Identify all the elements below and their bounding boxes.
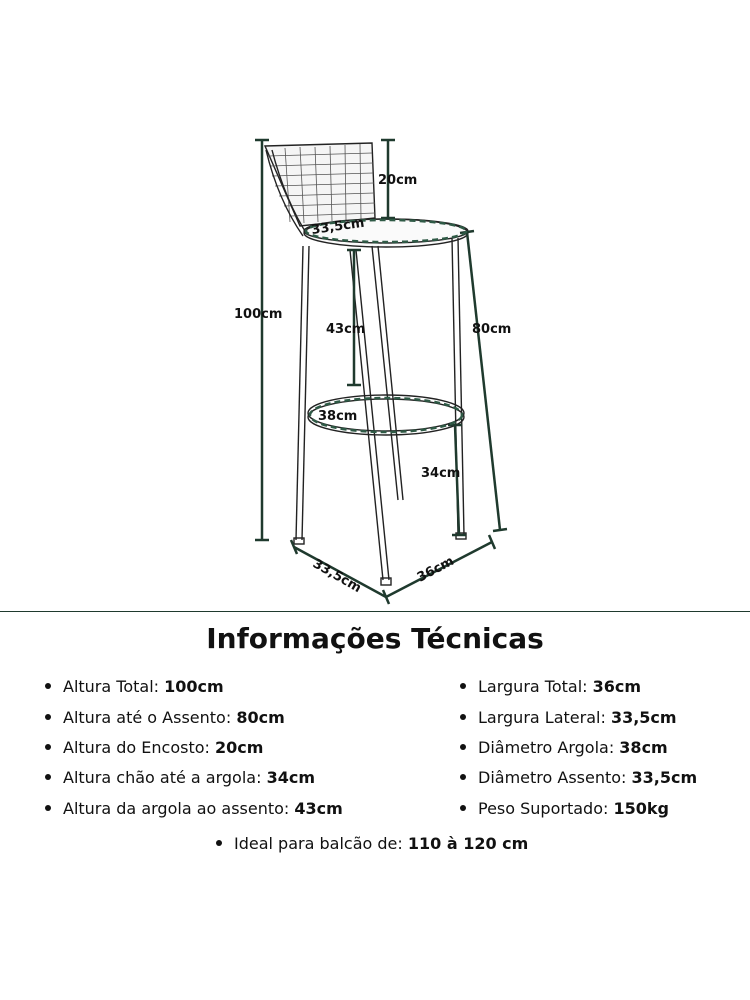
spec-label: Altura até o Assento: [63,708,232,727]
spec-value: 33,5cm [631,768,698,787]
spec-value: 33,5cm [610,708,677,727]
dimension-lines [255,138,508,605]
seat-diameter-label: 33,5cm [310,216,365,238]
ideal-label: Ideal para balcão de: [234,834,403,853]
spec-label: Altura chão até a argola: [63,768,262,787]
ideal-value: 110 à 120 cm [407,834,529,853]
spec-item: Largura Lateral: 33,5cm [460,708,677,728]
spec-value: 34cm [266,768,315,787]
bullet-icon [45,713,51,720]
spec-value: 20cm [215,738,264,757]
specs-list: Altura Total: 100cm Altura até o Assento… [0,675,750,825]
bullet-icon [45,773,51,780]
spec-label: Diâmetro Argola: [478,738,615,757]
spec-label: Largura Total: [478,677,588,696]
spec-value: 100cm [164,677,224,696]
bullet-icon [45,743,51,750]
spec-item: Diâmetro Argola: 38cm [460,738,668,758]
spec-item: Largura Total: 36cm [460,677,641,697]
bullet-icon [45,682,51,689]
bullet-icon [216,839,222,846]
bullet-icon [460,713,466,720]
backrest-height-label: 20cm [378,173,417,188]
bullet-icon [460,743,466,750]
spec-value: 43cm [294,799,343,818]
stool-drawing [263,142,469,586]
spec-value: 38cm [619,738,668,757]
stool-diagram: 20cm 33,5cm 100cm 43cm 80cm 38cm 34cm 33… [234,138,511,605]
spec-label: Altura Total: [63,677,160,696]
spec-value: 36cm [592,677,642,696]
total-width-label: 36cm [415,554,457,586]
spec-label: Altura da argola ao assento: [63,799,290,818]
spec-label: Largura Lateral: [478,708,606,727]
spec-value: 150kg [613,799,669,818]
spec-value: 80cm [236,708,285,727]
side-width-label: 33,5cm [310,556,364,596]
spec-item: Altura do Encosto: 20cm [45,738,263,758]
total-height-label: 100cm [234,307,282,322]
spec-item: Diâmetro Assento: 33,5cm [460,768,697,788]
spec-label: Altura do Encosto: [63,738,210,757]
spec-label: Diâmetro Assento: [478,768,627,787]
ring-to-seat-label: 43cm [326,322,365,337]
diameter-markers [304,218,468,434]
seat-height-label: 80cm [472,322,511,337]
spec-item: Peso Suportado: 150kg [460,799,669,819]
ring-diameter-label: 38cm [318,409,357,424]
spec-item: Altura até o Assento: 80cm [45,708,285,728]
ideal-counter-item: Ideal para balcão de: 110 à 120 cm [216,834,528,854]
section-title: Informações Técnicas [206,622,544,655]
floor-to-ring-label: 34cm [421,466,460,481]
spec-item: Altura da argola ao assento: 43cm [45,799,343,819]
spec-item: Altura Total: 100cm [45,677,224,697]
bullet-icon [460,682,466,689]
spec-item: Altura chão até a argola: 34cm [45,768,315,788]
bullet-icon [45,804,51,811]
bullet-icon [460,773,466,780]
bullet-icon [460,804,466,811]
spec-label: Peso Suportado: [478,799,609,818]
section-divider [0,611,750,612]
